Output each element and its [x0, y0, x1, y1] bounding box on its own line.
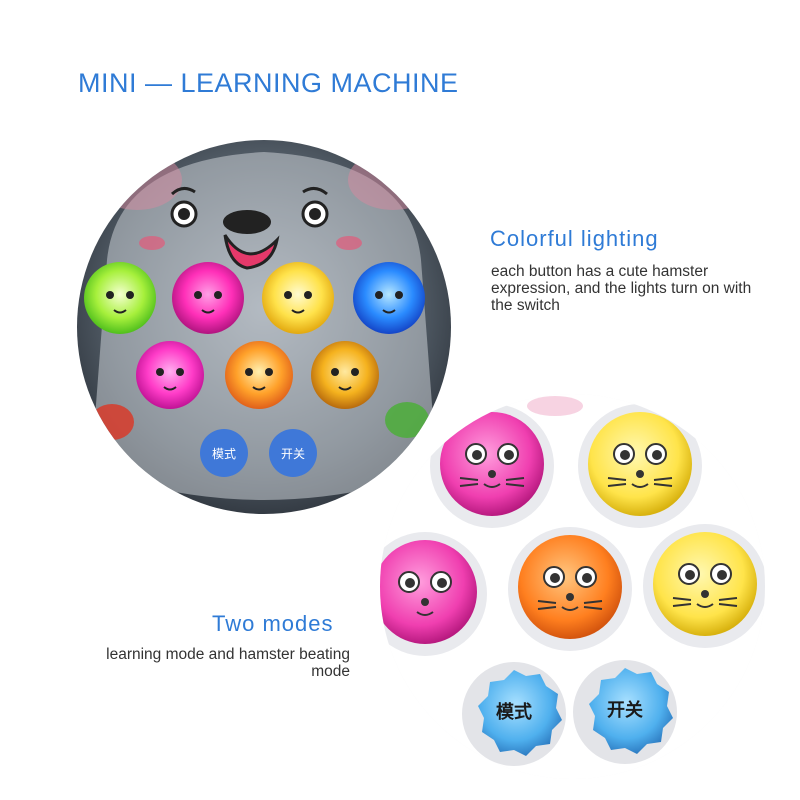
toy-face	[139, 187, 362, 270]
closeup-switch-button: 开关	[573, 660, 677, 764]
lit-mode-button: 模式	[200, 429, 248, 477]
svg-text:模式: 模式	[212, 447, 236, 461]
svg-text:开关: 开关	[281, 447, 305, 461]
lit-hamster-buttons	[84, 262, 425, 409]
closeup-hamster-buttons	[380, 412, 757, 644]
lit-switch-button: 开关	[269, 429, 317, 477]
svg-text:开关: 开关	[607, 699, 643, 721]
page-title: MINI — LEARNING MACHINE	[78, 68, 459, 98]
svg-text:模式: 模式	[496, 701, 532, 723]
feature-heading-lighting: Colorful lighting	[490, 226, 659, 251]
feature-description-lighting: each button has a cute hamster expressio…	[491, 263, 752, 314]
feature-description-modes: learning mode and hamster beating mode	[106, 646, 350, 680]
toy-closeup-photo: 模式 开关	[380, 394, 765, 779]
lit-toy-photo: 模式 开关	[77, 140, 451, 514]
feature-heading-modes: Two modes	[212, 611, 334, 636]
closeup-mode-button: 模式	[462, 662, 566, 766]
